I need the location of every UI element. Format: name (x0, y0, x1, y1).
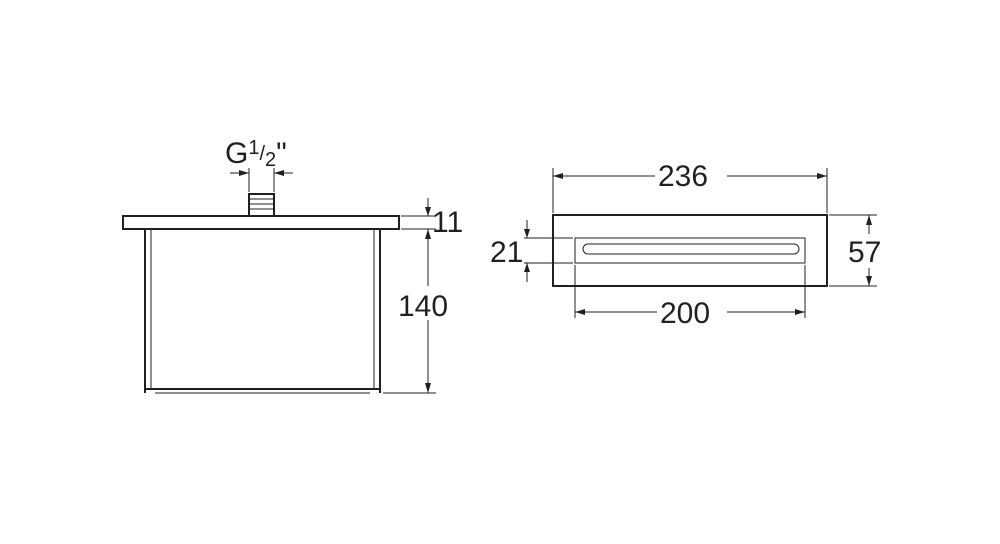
threaded-connector (248, 193, 275, 217)
thread-label: G1/2" (225, 137, 287, 171)
outer-frame (552, 214, 828, 287)
slot-width-label: 200 (660, 297, 710, 330)
thread-dimension (230, 168, 293, 192)
body (144, 229, 381, 394)
overall-depth-label: 57 (848, 236, 881, 269)
side-view: G1/2" 11 140 (122, 137, 463, 394)
flange-height-label: 11 (432, 206, 463, 239)
body-height-label: 140 (398, 290, 448, 323)
flange (122, 215, 400, 230)
slot-inner (582, 243, 800, 255)
overall-depth-dimension (829, 214, 877, 287)
overall-width-label: 236 (658, 160, 708, 193)
slot-outer (574, 237, 806, 264)
flange-height-dimension (401, 198, 436, 230)
top-view: 236 200 57 21 (488, 158, 890, 330)
slot-depth-label: 21 (490, 236, 523, 269)
slot-depth-dimension (522, 220, 573, 282)
